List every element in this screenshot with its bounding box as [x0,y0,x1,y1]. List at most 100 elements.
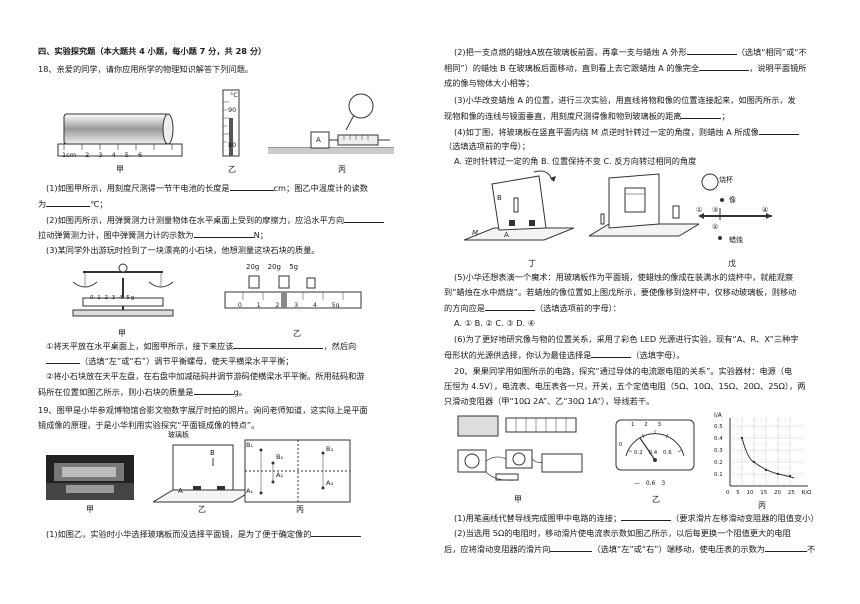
answer-blank[interactable] [46,355,80,364]
answer-blank[interactable] [681,110,722,119]
q19-4-text: (4)如丁图，将玻璃板在竖直平面内绕 M 点逆时针转过一定的角度，则蜡烛 A 所… [454,126,799,138]
answer-blank[interactable] [591,349,632,358]
thermo-90: 90 [228,106,237,114]
glass-plate-figure [153,444,255,503]
circuit-figure [457,415,583,481]
meter-top-ticks: 1 2 3 [631,422,661,428]
fig1-label-bing: 丙 [338,165,346,174]
balance-figure [72,263,174,317]
museum-photo [46,455,134,500]
answer-blank[interactable] [344,214,385,223]
scale-ticks: 0 1 2 3 4 5g [238,302,340,309]
answer-blank[interactable] [764,543,807,552]
grid-b3: B₃ [326,445,334,453]
beaker-glass-figure [589,173,699,237]
answer-blank[interactable] [686,46,737,55]
q19-5-text-cont2: 的方向应是（选填选项前的字母）： [444,302,621,313]
graph-y-05: 0.5 [714,424,723,430]
ruler-battery-figure [57,113,183,157]
q18-1-text-cont: 为℃； [38,198,108,209]
graph-y-title: I/A [714,412,722,419]
fig5-image-label: 像 [729,196,736,204]
grid-a3: A₃ [326,479,334,487]
fig4-b-label: B [497,194,502,202]
graph-y-02: 0.2 [714,460,723,466]
balance-ticks: 0 1 2 3 4 5g [90,295,136,301]
grid-b1: B₁ [246,441,254,449]
meter-bottom-ticks: 0.2 0.4 0.6 [634,450,672,456]
graph-y-03: 0.3 [714,448,723,454]
q19-4-text-cont: （选填选项前的字母）； [444,141,530,151]
grid-a1: A₁ [246,487,254,495]
q19-2-text-cont2: 成的像与物体大小相等； [444,78,535,88]
fig4-a-label: A [504,231,509,239]
weights-figure [248,275,316,289]
q20-text: 20、果果同学用如图所示的电路，探究“通过导体的电流跟电阻的关系”。实验器材：电… [454,366,793,376]
fig6-label-bing: 丙 [758,501,766,510]
q19-5-text-cont: 到“蜡烛在水中燃烧”。若蜡烛的像位置如上图戊所示，要使像移到烧杯中，仅移动玻璃板… [444,287,797,297]
answer-blank[interactable] [758,126,799,135]
q19-3-text: (3)小华改变蜡烛 A 的位置，进行三次实验，用直线将物和像的位置连接起来，如图… [454,95,796,105]
fig1-label-jia: 甲 [116,165,124,174]
q18-3-text: (3)某同学外出游玩时捡到了一块漂亮的小石块，他想测量这块石块的质量。 [46,245,320,255]
q19-3-text-cont: 现物和像的连线与镜面垂直，用刻度尺测得像和物到玻璃板的距离； [444,110,730,121]
fig4-label-ding: 丁 [528,259,536,268]
fig5-num-3: ③ [712,206,719,214]
current-resistance-graph [729,418,808,487]
weights-labels: 20g 20g 5g [246,263,299,271]
answer-blank[interactable] [193,229,254,238]
q19-2-text-cont: 相同”）的蜡烛 B 在玻璃板后面移动，直到看上去它跟蜡烛 A 的像完全，说明平面… [444,62,807,73]
q20-2-text-cont: 后，应将滑动变阻器的滑片向（选填“左”或“右”）端移动，使电压表的示数为不 [444,543,816,554]
left-column: 四、实验探究题（本大题共 4 小题，每小题 7 分，共 28 分） 18、亲爱的… [38,0,433,604]
q19-1-text: (1)如图乙，实验时小华选择玻璃板而没选择平面镜，是为了便于确定像的 [46,528,362,540]
answer-blank[interactable] [46,198,91,207]
graph-y-04: 0.4 [714,436,723,442]
right-column: (2)把一支点燃的蜡烛A放在玻璃板前面，再拿一支与蜡烛 A 外形（选填“相同”或… [444,0,839,604]
fig5-candle-label: 蜡烛 [729,236,743,244]
q19-5-text: (5)小华还想表演一个魔术：用玻璃板作为平面镜，使蜡烛的像成在装满水的烧杯中，就… [454,272,794,282]
q18-3-1-text: ①将天平放在水平桌面上，如图甲所示，接下来应该，然后向 [46,340,357,351]
q19-6-text-cont: 母形状的光源供选择，你认为最佳选择是（选填字母）。 [444,349,685,360]
fig5-num-2: ② [712,223,719,231]
fig6-label-jia: 甲 [514,495,522,504]
fig4-m-label: M [472,229,479,237]
answer-blank[interactable] [193,386,234,395]
fig4-label-wu: 戊 [728,259,736,268]
top-view-figure [698,173,772,240]
graph-x-ticks: 0 5 10 15 20 25 R/Ω [726,490,812,496]
fig5-beaker-label: 烧杯 [719,176,733,184]
graph-y-01: 0.1 [714,472,723,478]
answer-blank[interactable] [484,302,535,311]
grid-b2: B₂ [276,453,284,461]
answer-blank[interactable] [233,340,324,349]
scale-bar-figure [224,291,362,309]
answer-blank[interactable] [550,543,593,552]
thermo-80: 80 [228,141,237,149]
fig3-label-bing: 丙 [296,505,304,514]
q19-6-text: (6)为了更好地研究像与物的位置关系，采用了彩色 LED 光源进行实验，现有“A… [454,334,799,344]
q19-2-text: (2)把一支点燃的蜡烛A放在玻璃板前面，再拿一支与蜡烛 A 外形（选填“相同”或… [454,46,807,57]
glass-plate-label: 玻璃板 [168,431,189,439]
ammeter-figure [615,419,695,471]
fig5-num-4: ④ [762,206,769,214]
rotated-glass-figure [464,170,574,241]
q18-intro: 18、亲爱的同学，请你应用所学的物理知识解答下列问题。 [38,64,254,74]
answer-blank[interactable] [311,528,362,537]
meter-zero: 0 [619,442,623,448]
q18-2-text: (2)如图丙所示，用弹簧测力计测量物体在水平桌面上受到的摩擦力，应沿水平方向 [46,214,385,226]
fig5-num-1: ① [696,206,703,214]
meter-terminals: — 0.6 3 [634,480,666,487]
fig2-label-jia: 甲 [118,329,126,338]
q19-5-options: A. ① B. ② C. ③ D. ④ [454,318,536,328]
answer-blank[interactable] [621,512,672,521]
fig3-label-yi: 乙 [198,505,206,514]
fig3-label-jia: 甲 [86,505,94,514]
q20-text-cont: 压恒为 4.5V），电流表、电压表各一只，开关，五个定值电阻（5Ω、10Ω、15… [444,381,806,391]
q20-2-text: (2)当选用 5Ω的电阻时，移动滑片使电流表示数如图乙所示，以后每更换一个阻值更… [454,528,791,538]
answer-blank[interactable] [229,182,274,191]
fig2-label-yi: 乙 [293,329,301,338]
fig6-label-yi: 乙 [652,495,660,504]
answer-blank[interactable] [699,62,750,71]
